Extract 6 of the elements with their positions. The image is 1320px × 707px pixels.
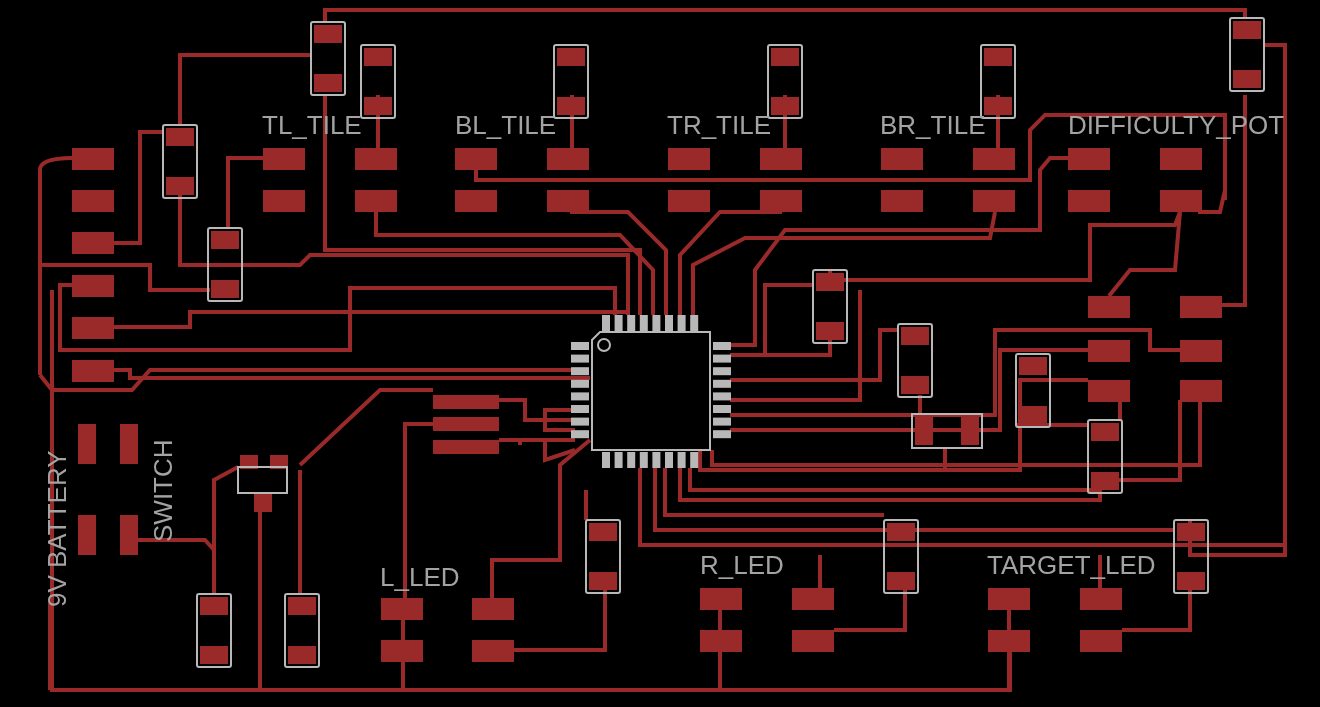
silkscreen-label: 9V BATTERY (42, 450, 72, 607)
silkscreen-label: TR_TILE (667, 110, 772, 140)
silkscreen-label: SWITCH (148, 439, 178, 542)
silkscreen-label: BL_TILE (455, 110, 557, 140)
silkscreen-label: R_LED (700, 550, 784, 580)
silkscreen-label: BR_TILE (880, 110, 986, 140)
